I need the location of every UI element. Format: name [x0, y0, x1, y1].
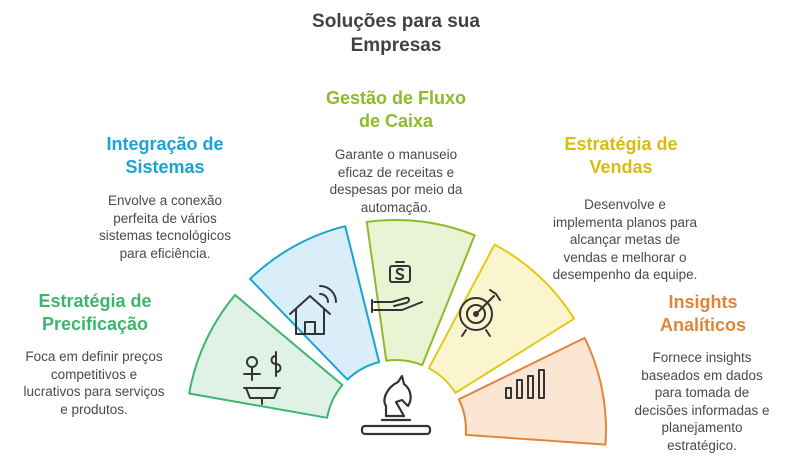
systems-description: Envolve a conexão perfeita de vários sis… [80, 192, 250, 262]
heading-line: Estratégia de [564, 134, 678, 154]
cashflow-heading: Gestão de Fluxo de Caixa [306, 87, 486, 133]
diagram-title: Soluções para sua Empresas [246, 10, 546, 58]
heading-line: Analíticos [659, 315, 747, 335]
desc-line: Foca em definir preços [25, 349, 163, 364]
pricing-description: Foca em definir preços competitivos e lu… [8, 348, 180, 418]
chess-knight-icon [360, 374, 432, 436]
heading-line: Integração de [106, 134, 224, 154]
segment-cashflow [365, 219, 476, 367]
bar-chart-icon [505, 369, 545, 399]
desc-line: automação. [360, 199, 432, 215]
sales-heading: Estratégia de Vendas [536, 133, 706, 179]
desc-line: decisões informadas e [634, 402, 770, 418]
desc-line: Envolve a conexão [107, 193, 223, 208]
segment-pricing [188, 294, 344, 419]
heading-line: de Caixa [358, 111, 434, 131]
desc-line: Fornece insights [652, 350, 752, 365]
desc-line: alcançar metas de [569, 232, 681, 247]
heading-line: Estratégia de [38, 291, 152, 311]
desc-line: competitivos e [50, 366, 138, 382]
desc-line: perfeita de vários [113, 210, 217, 226]
desc-line: baseados em dados [641, 367, 763, 383]
desc-line: desempenho da equipe. [552, 267, 698, 282]
desc-line: eficaz de receitas e [337, 164, 455, 180]
desc-line: implementa planos para [552, 214, 698, 230]
balance-scale-dollar-icon [243, 351, 282, 405]
desc-line: Garante o manuseio [334, 147, 458, 162]
desc-line: para tomada de [654, 385, 750, 400]
desc-line: e produtos. [60, 401, 128, 417]
desc-line: estratégico. [667, 437, 737, 453]
heading-line: Insights [668, 292, 738, 312]
systems-heading: Integração de Sistemas [80, 133, 250, 179]
desc-line: Desenvolve e [584, 197, 666, 212]
segment-systems [249, 225, 381, 381]
desc-line: sistemas tecnológicos [98, 228, 232, 243]
sales-description: Desenvolve e implementa planos para alca… [530, 196, 720, 284]
desc-line: planejamento [661, 420, 743, 435]
smart-home-icon [289, 285, 337, 335]
desc-line: vendas e melhorar o [563, 249, 687, 265]
target-arrow-icon [459, 289, 501, 337]
desc-line: para eficiência. [119, 245, 211, 261]
desc-line: despesas por meio da [329, 182, 463, 197]
segment-sales [427, 243, 576, 394]
heading-line: Vendas [589, 157, 653, 177]
cash-in-hand-icon [371, 261, 423, 313]
heading-line: Gestão de Fluxo [325, 88, 467, 108]
heading-line: Precificação [41, 314, 149, 334]
desc-line: lucrativos para serviços [23, 384, 165, 399]
insights-heading: Insights Analíticos [618, 291, 788, 337]
title-line: Empresas [350, 35, 442, 56]
insights-description: Fornece insights baseados em dados para … [614, 349, 790, 454]
title-line: Soluções para sua [312, 11, 480, 32]
heading-line: Sistemas [125, 157, 205, 177]
pricing-heading: Estratégia de Precificação [10, 290, 180, 336]
cashflow-description: Garante o manuseio eficaz de receitas e … [306, 146, 486, 216]
